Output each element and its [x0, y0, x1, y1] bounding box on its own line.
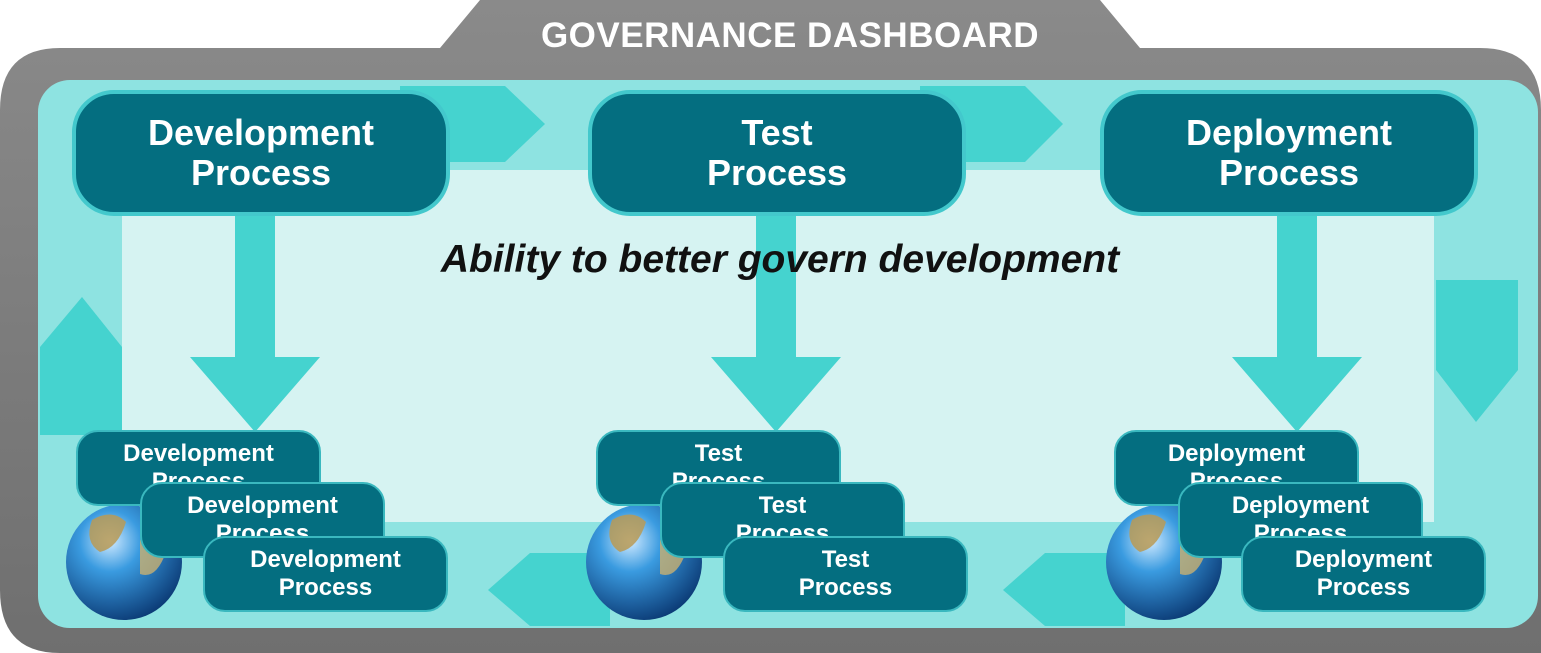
down-arrow-test	[711, 214, 841, 432]
stage-line1: Test	[741, 111, 813, 153]
flow-arrow-right	[1436, 280, 1518, 422]
stage-line1: Development	[187, 492, 338, 520]
stage-line1: Development	[147, 111, 375, 153]
deployment-process-box: Deployment Process	[1100, 90, 1478, 216]
deployment-instance-3: Deployment Process	[1241, 536, 1486, 612]
stage-line1: Development	[123, 440, 274, 468]
stage-line1: Deployment	[1294, 546, 1433, 574]
stage-line1: Deployment	[1231, 492, 1370, 520]
flow-arrow-bottom-1	[488, 553, 610, 626]
test-instance-3: Test Process	[723, 536, 968, 612]
stage-line2: Process	[706, 152, 848, 193]
stage-line1: Test	[694, 440, 743, 468]
development-instance-3: Development Process	[203, 536, 448, 612]
dashboard-title: GOVERNANCE DASHBOARD	[540, 16, 1040, 55]
down-arrow-deployment	[1232, 214, 1362, 432]
stage-line1: Deployment	[1167, 440, 1306, 468]
development-process-box: Development Process	[72, 90, 450, 216]
stage-line2: Process	[798, 574, 893, 601]
test-process-box: Test Process	[588, 90, 966, 216]
flow-arrow-left	[40, 297, 122, 435]
flow-arrow-bottom-2	[1003, 553, 1125, 626]
stage-line2: Process	[278, 574, 373, 601]
stage-line2: Process	[1316, 574, 1411, 601]
stage-line1: Deployment	[1185, 111, 1393, 153]
down-arrow-development	[190, 214, 320, 432]
stage-line1: Test	[821, 546, 870, 574]
stage-line2: Process	[190, 152, 332, 193]
stage-line1: Development	[250, 546, 401, 574]
governance-subtitle: Ability to better govern development	[440, 238, 1120, 281]
stage-line1: Test	[758, 492, 807, 520]
development-instance-1: Development Process	[76, 430, 321, 506]
stage-line2: Process	[1218, 152, 1360, 193]
